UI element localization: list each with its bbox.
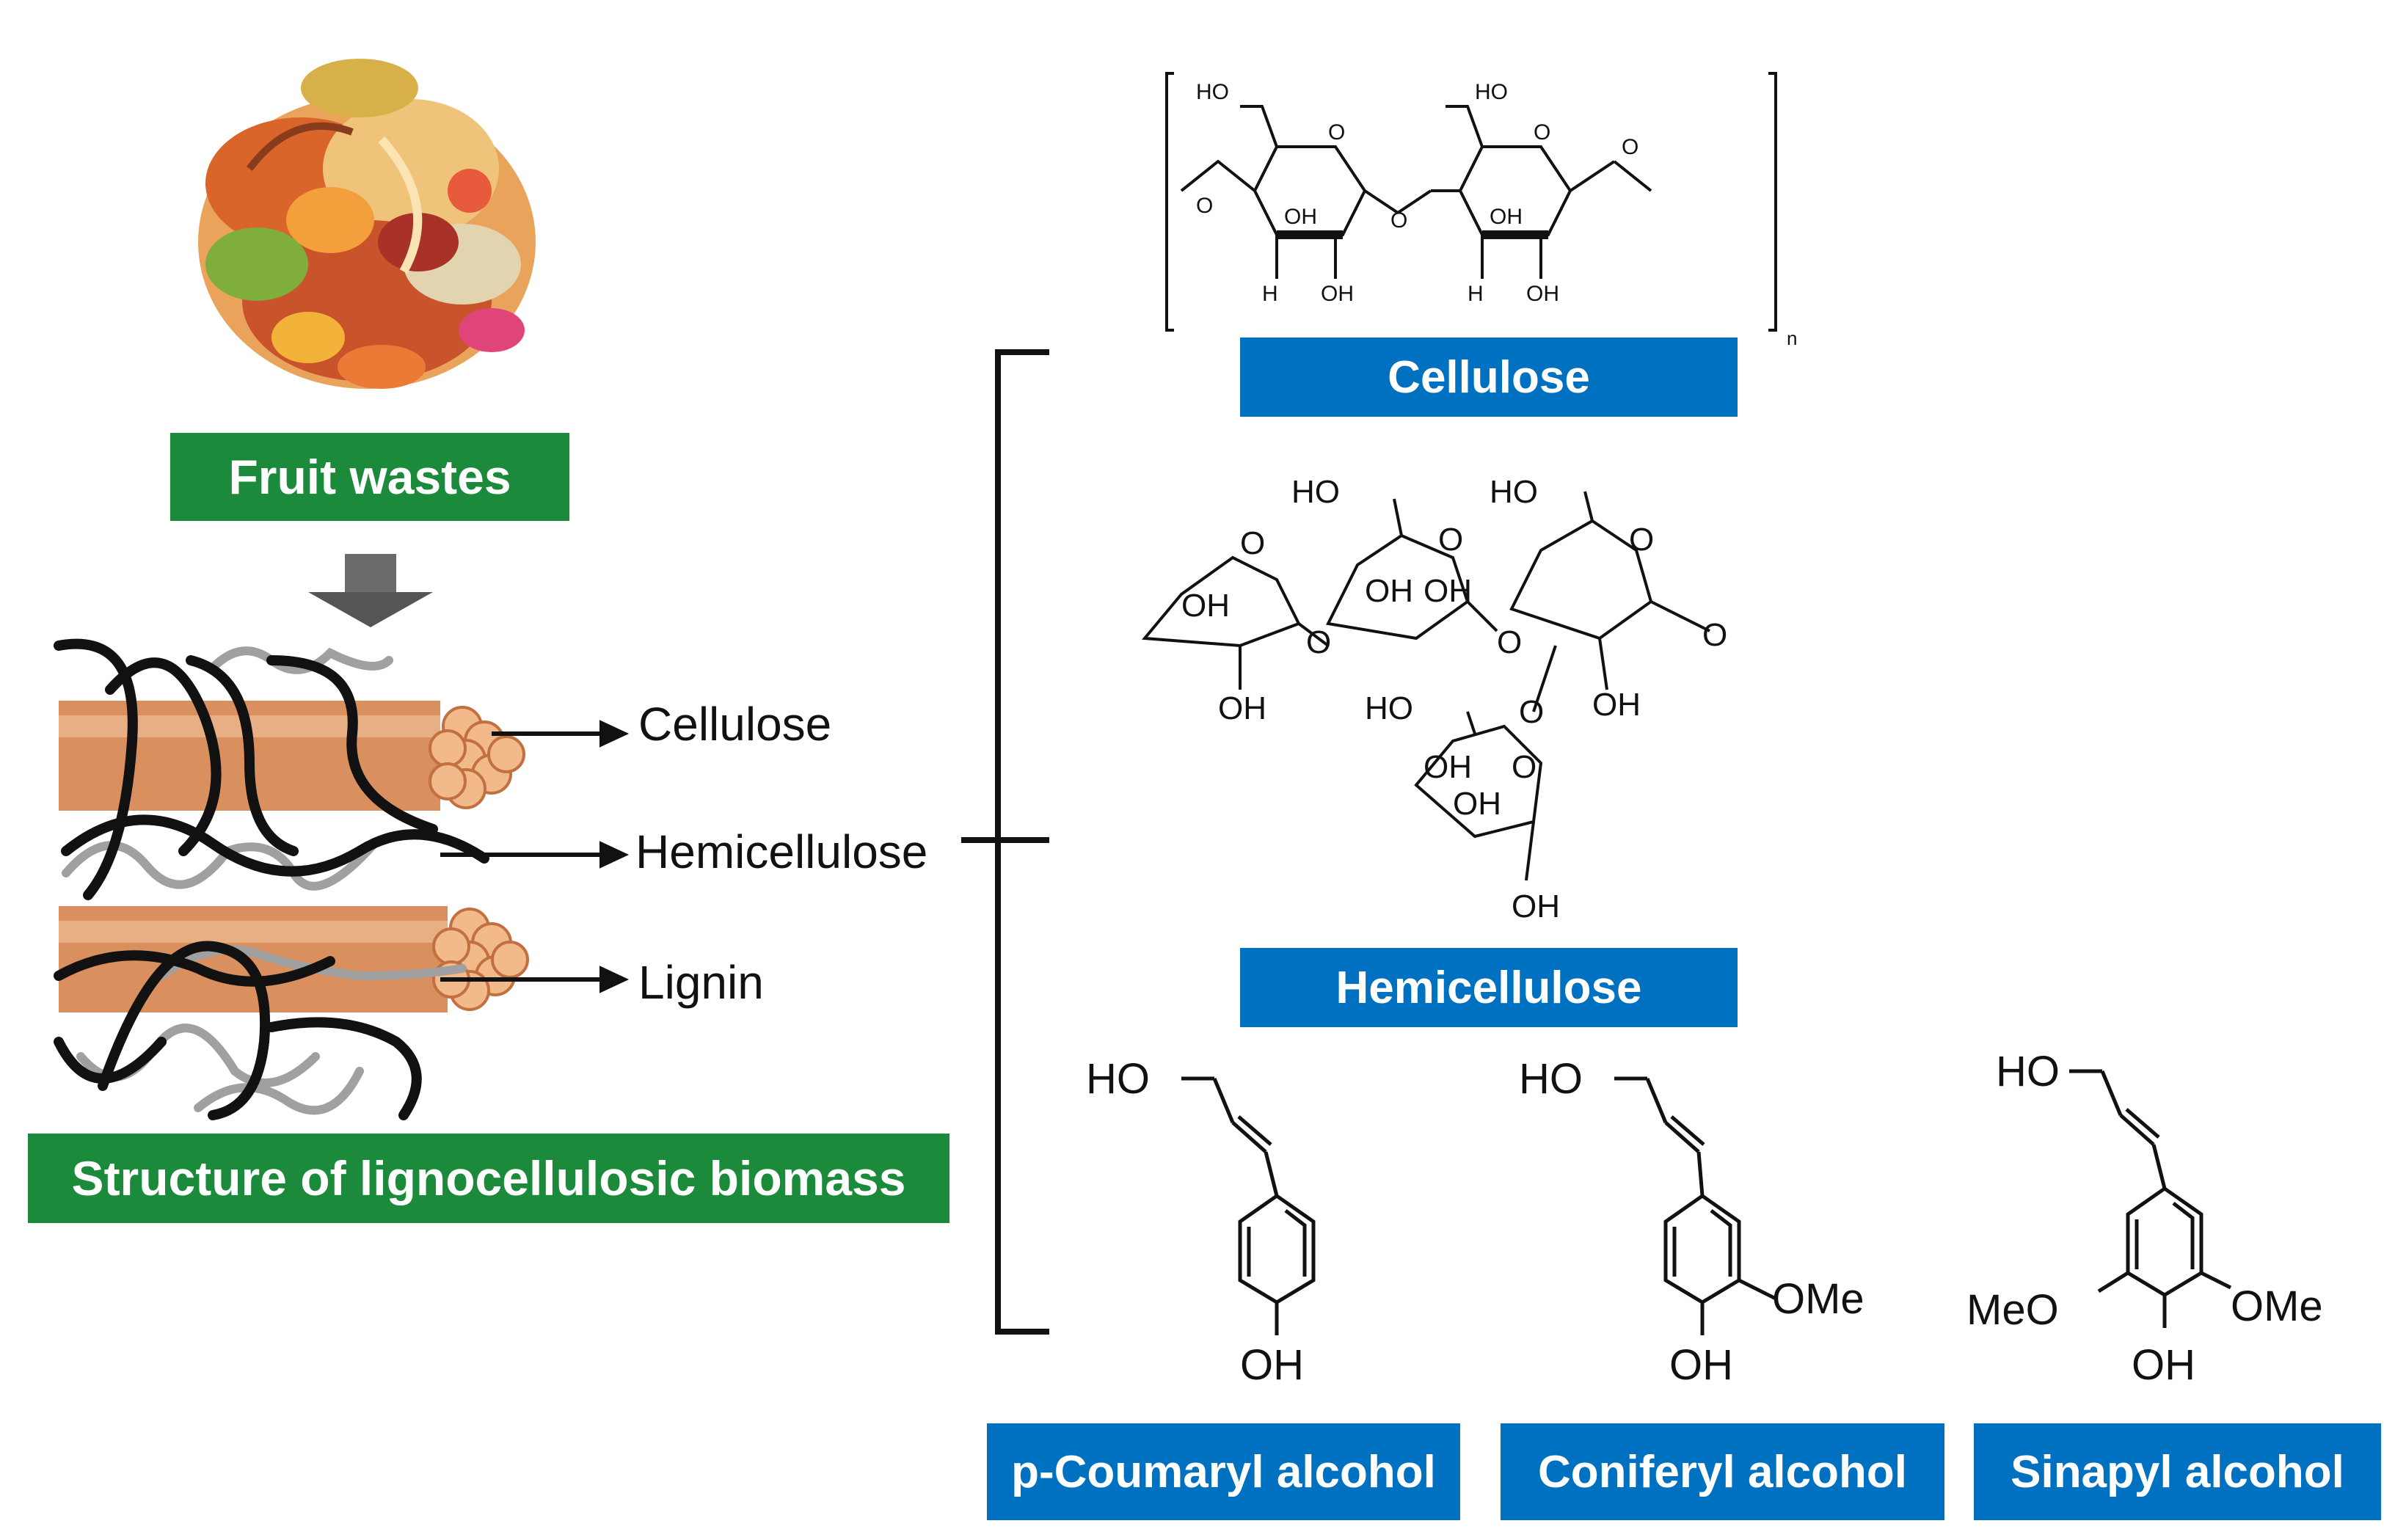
hemi-atom-o-3: O: [1629, 522, 1654, 558]
atom-ho-1: HO: [1196, 80, 1229, 104]
p-coumaryl-structure: HO OH: [1086, 1055, 1316, 1389]
fiber-label-lignin: Lignin: [638, 956, 764, 1009]
si-atom-meo: MeO: [1966, 1286, 2059, 1334]
atom-ho-2: HO: [1475, 80, 1508, 104]
atom-o-bridge: O: [1390, 208, 1407, 233]
fruit-wastes-label: Fruit wastes: [170, 433, 569, 521]
hemi-atom-ho-2: HO: [1490, 474, 1538, 510]
hemi-atom-oh-3: OH: [1423, 573, 1472, 609]
hemi-atom-oh-4: OH: [1218, 690, 1266, 726]
atom-o-end: O: [1622, 135, 1638, 159]
co-atom-ome: OMe: [1772, 1275, 1864, 1323]
co-atom-oh: OH: [1669, 1341, 1733, 1389]
down-arrow-icon: [308, 554, 433, 627]
hemi-atom-ho-3: HO: [1365, 690, 1413, 726]
cellulose-fibrils-top: [429, 706, 525, 809]
atom-h-2: H: [1468, 282, 1484, 306]
cellulose-fibrils-bottom: [432, 908, 529, 1011]
co-atom-ho: HO: [1519, 1055, 1583, 1103]
biomass-structure-image: [54, 638, 529, 1120]
fiber-label-cellulose: Cellulose: [638, 698, 832, 751]
hemi-atom-oh-6: OH: [1423, 749, 1472, 785]
fiber-label-hemicellulose: Hemicellulose: [635, 825, 928, 878]
hemi-atom-o-8: O: [1512, 749, 1536, 785]
atom-o-ring1: O: [1328, 120, 1345, 145]
hemi-atom-o-4: O: [1306, 624, 1331, 660]
hemi-atom-oh-2: OH: [1365, 573, 1413, 609]
pc-atom-ho: HO: [1086, 1055, 1150, 1103]
coniferyl-structure: HO OH OMe: [1519, 1055, 1864, 1389]
atom-oh-1: OH: [1321, 282, 1354, 306]
components-bracket: [961, 349, 1049, 1335]
coniferyl-label: Coniferyl alcohol: [1501, 1423, 1944, 1520]
si-atom-ome: OMe: [2231, 1282, 2323, 1330]
atom-oh-4: OH: [1490, 205, 1523, 229]
hemi-atom-o-7: O: [1519, 694, 1544, 730]
atom-oh-3: OH: [1284, 205, 1317, 229]
hemicellulose-structure: HO HO O O O OH OH OH O O O OH OH O HO OH…: [1141, 474, 1727, 924]
hemi-atom-oh-7: OH: [1453, 786, 1501, 822]
hemicellulose-label: Hemicellulose: [1240, 948, 1738, 1027]
fruit-wastes-image: [198, 59, 536, 389]
hemi-atom-o-1: O: [1240, 525, 1265, 561]
hemi-atom-ho-1: HO: [1291, 474, 1340, 510]
biomass-structure-label: Structure of lignocellulosic biomass: [28, 1134, 949, 1223]
si-atom-ho: HO: [1996, 1048, 2060, 1095]
cellulose-structure: HO HO O O O O O H OH H OH OH OH n: [1165, 72, 1797, 349]
si-atom-oh: OH: [2132, 1341, 2195, 1389]
hemi-atom-o-2: O: [1438, 522, 1463, 558]
p-coumaryl-label: p-Coumaryl alcohol: [987, 1423, 1460, 1520]
repeat-subscript: n: [1787, 327, 1797, 349]
hemi-atom-oh-5: OH: [1592, 687, 1641, 723]
hemi-atom-o-6: O: [1702, 617, 1727, 653]
hemi-atom-o-5: O: [1497, 624, 1522, 660]
pc-atom-oh: OH: [1240, 1341, 1304, 1389]
hemi-atom-oh-1: OH: [1181, 588, 1230, 624]
atom-o-start: O: [1196, 194, 1213, 218]
sinapyl-label: Sinapyl alcohol: [1974, 1423, 2381, 1520]
fiber-arrows: [440, 720, 630, 993]
atom-oh-2: OH: [1526, 282, 1559, 306]
sinapyl-structure: HO OH OMe MeO: [1966, 1048, 2323, 1389]
atom-o-ring2: O: [1534, 120, 1550, 145]
cellulose-label: Cellulose: [1240, 337, 1738, 417]
hemi-atom-oh-8: OH: [1512, 888, 1560, 924]
atom-h-1: H: [1262, 282, 1278, 306]
